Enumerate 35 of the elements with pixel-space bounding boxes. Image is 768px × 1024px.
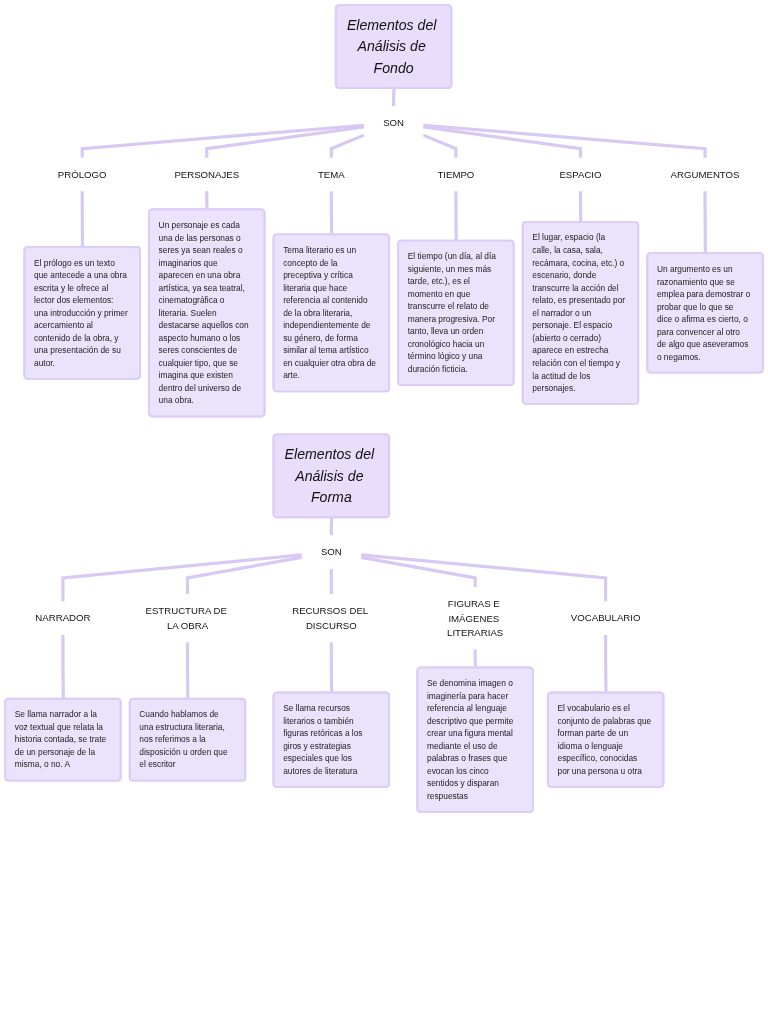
node-text: SON — [383, 116, 405, 128]
connector — [329, 568, 333, 595]
connector — [578, 191, 583, 223]
connector — [80, 191, 85, 248]
connector — [61, 553, 302, 602]
node-text: FIGURAS E IMÁGENES LITERARIAS — [447, 597, 504, 638]
connector — [185, 642, 190, 700]
node-text: TEMA — [317, 168, 345, 180]
connector — [360, 555, 477, 587]
node-text: ESPACIO — [559, 168, 602, 180]
node-text: RECURSOS DEL DISCURSO — [292, 605, 368, 631]
node-text: TIEMPO — [437, 168, 475, 180]
connector — [329, 642, 334, 693]
connector — [205, 125, 365, 158]
connector — [360, 553, 608, 602]
connector — [185, 555, 302, 595]
connector — [473, 649, 478, 668]
connector — [604, 635, 608, 693]
connector — [61, 635, 65, 700]
node-text: SON — [320, 546, 342, 558]
connector — [454, 191, 458, 241]
connector — [423, 123, 707, 158]
connector — [329, 191, 334, 235]
connector — [205, 191, 209, 210]
node-text: PERSONAJES — [174, 168, 240, 180]
node-text: PRÓLOGO — [57, 168, 107, 180]
connector — [80, 123, 365, 158]
connector — [423, 125, 583, 158]
node-text: ARGUMENTOS — [670, 168, 740, 180]
node-text: ESTRUCTURA DE LA OBRA — [145, 605, 227, 631]
node-text: NARRADOR — [35, 612, 91, 624]
connector — [422, 133, 458, 158]
connector — [703, 191, 707, 254]
node-text: VOCABULARIO — [570, 612, 641, 624]
connector — [329, 133, 365, 158]
